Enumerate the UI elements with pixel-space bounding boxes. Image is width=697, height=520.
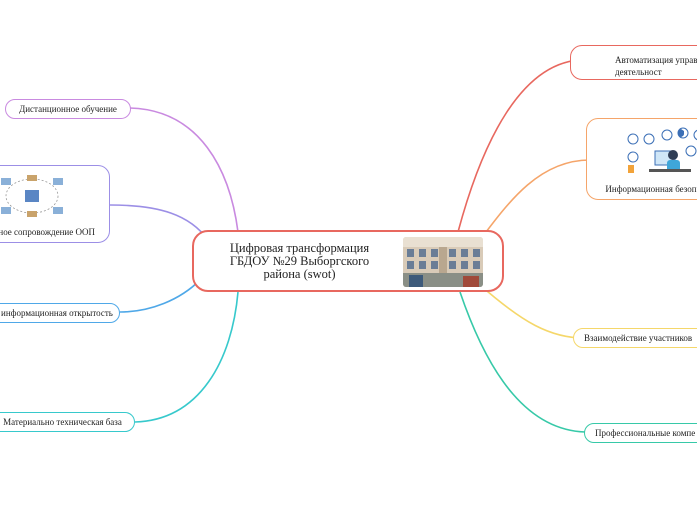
branch-interaction-label: Взаимодействие участников <box>584 333 692 343</box>
branch-infosec[interactable]: Информационная безоп <box>586 118 697 200</box>
branch-oop-support-label: ное сопровождение ООП <box>0 227 109 237</box>
branch-professional[interactable]: Профессиональные компе <box>584 423 697 443</box>
link-openness <box>120 280 200 312</box>
link-distance <box>130 108 238 232</box>
branch-automation-label: Автоматизация управ деятельност <box>615 54 697 78</box>
link-professional <box>460 292 585 432</box>
link-oop <box>110 205 208 240</box>
central-topic[interactable]: Цифровая трансформация ГБДОУ №29 Выборгс… <box>192 230 504 292</box>
link-automation <box>458 60 590 232</box>
branch-infosec-label: Информационная безоп <box>587 184 697 194</box>
swot-diagram <box>0 174 67 220</box>
school-building-photo <box>403 237 483 287</box>
link-interaction <box>480 285 590 338</box>
branch-interaction[interactable]: Взаимодействие участников <box>573 328 697 348</box>
link-infosec <box>480 160 590 240</box>
link-mtb <box>135 292 238 422</box>
central-title: Цифровая трансформация ГБДОУ №29 Выборгс… <box>212 242 387 281</box>
branch-info-openness[interactable]: информационная открытость <box>0 303 120 323</box>
branch-material-base[interactable]: Материально техническая база <box>0 412 135 432</box>
branch-info-openness-label: информационная открытость <box>1 308 113 318</box>
branch-oop-support[interactable]: ное сопровождение ООП <box>0 165 110 243</box>
branch-material-base-label: Материально техническая база <box>3 417 122 427</box>
branch-professional-label: Профессиональные компе <box>595 428 695 438</box>
security-icons-illustration <box>625 125 697 179</box>
branch-distance-learning-label: Дистанционное обучение <box>19 104 117 114</box>
branch-automation[interactable]: Автоматизация управ деятельност <box>570 45 697 80</box>
branch-distance-learning[interactable]: Дистанционное обучение <box>5 99 131 119</box>
